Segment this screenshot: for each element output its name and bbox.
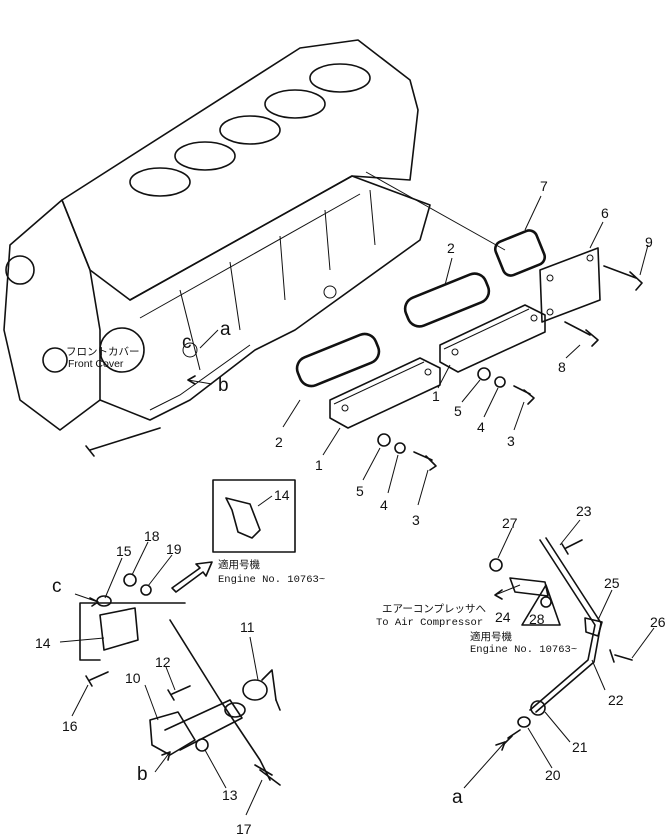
callout-14: 14 bbox=[35, 635, 51, 651]
connection-letter-b-bottom: b bbox=[137, 764, 148, 785]
nut-13 bbox=[195, 738, 209, 752]
callout-1-upper: 1 bbox=[432, 388, 440, 404]
gasket-2-upper bbox=[403, 272, 491, 328]
callout-25: 25 bbox=[604, 575, 620, 591]
flange-10 bbox=[149, 711, 196, 756]
callout-16: 16 bbox=[62, 718, 78, 734]
cover-plate-6 bbox=[539, 247, 601, 323]
callout-15: 15 bbox=[116, 543, 132, 559]
bracket-group-outline bbox=[79, 602, 186, 661]
leaders-lower-right bbox=[463, 519, 655, 789]
callout-4-lower: 4 bbox=[380, 497, 388, 513]
serial-note-left-jp: 適用号機 bbox=[218, 558, 260, 571]
connection-letter-a-top: a bbox=[220, 319, 231, 340]
callout-12: 12 bbox=[155, 654, 171, 670]
callout-8: 8 bbox=[558, 359, 566, 375]
leader-14 bbox=[59, 637, 105, 643]
bolt-23 bbox=[561, 539, 583, 555]
detail-pointer-arrow bbox=[171, 561, 213, 593]
callout-14-detail: 14 bbox=[274, 487, 290, 503]
union-fitting bbox=[503, 729, 521, 745]
callout-21: 21 bbox=[572, 739, 588, 755]
connection-letter-a-bottom: a bbox=[452, 787, 463, 808]
side-cover-1-lower bbox=[329, 357, 441, 429]
callout-22: 22 bbox=[608, 692, 624, 708]
serial-note-right-jp: 適用号機 bbox=[470, 630, 512, 643]
callout-5-lower: 5 bbox=[356, 483, 364, 499]
leader-11 bbox=[249, 636, 259, 681]
engine-block bbox=[3, 39, 431, 457]
leaders-lower-left bbox=[71, 541, 263, 816]
clamp-25 bbox=[584, 617, 603, 637]
callout-28: 28 bbox=[529, 611, 545, 627]
nut-19 bbox=[140, 584, 152, 596]
air-compressor-label-jp: エアーコンプレッサへ bbox=[382, 603, 486, 615]
bolt-26 bbox=[609, 649, 633, 663]
callout-18: 18 bbox=[144, 528, 160, 544]
front-cover-label-en: Front Cover bbox=[68, 358, 124, 370]
bolt-12 bbox=[167, 685, 191, 701]
callout-4-upper: 4 bbox=[477, 419, 485, 435]
nut-20 bbox=[517, 716, 531, 728]
bolt-3-lower bbox=[413, 451, 437, 471]
callout-6: 6 bbox=[601, 205, 609, 221]
bracket-14-detail bbox=[225, 497, 261, 539]
serial-note-right-en: Engine No. 10763~ bbox=[470, 644, 577, 656]
bolt-8 bbox=[564, 321, 599, 347]
washer-15 bbox=[96, 595, 112, 607]
callout-3-upper: 3 bbox=[507, 433, 515, 449]
washer-5-upper bbox=[477, 367, 491, 381]
filler-cap-11 bbox=[242, 669, 281, 711]
callout-7: 7 bbox=[540, 178, 548, 194]
washer-5-lower bbox=[377, 433, 391, 447]
callout-27: 27 bbox=[502, 515, 518, 531]
callout-10: 10 bbox=[125, 670, 141, 686]
bracket-14 bbox=[99, 607, 139, 651]
callout-13: 13 bbox=[222, 787, 238, 803]
washer-4-lower bbox=[394, 442, 406, 454]
callout-11: 11 bbox=[240, 619, 255, 635]
bolt-9 bbox=[603, 265, 643, 291]
leader-a-top bbox=[199, 329, 219, 349]
breather-pipe-22 bbox=[529, 539, 596, 711]
arrow-b-top bbox=[187, 375, 196, 385]
front-cover-label-jp: フロントカバー bbox=[66, 346, 140, 358]
washer-4-upper bbox=[494, 376, 506, 388]
connection-letter-c-top: c bbox=[182, 332, 192, 353]
callout-2-upper: 2 bbox=[447, 240, 455, 256]
callout-5-upper: 5 bbox=[454, 403, 462, 419]
air-compressor-label-en: To Air Compressor bbox=[376, 617, 483, 629]
connection-letter-b-top: b bbox=[218, 375, 229, 396]
callout-2-lower: 2 bbox=[275, 434, 283, 450]
callout-1-lower: 1 bbox=[315, 457, 323, 473]
callout-19: 19 bbox=[166, 541, 182, 557]
oil-filler-tube-10 bbox=[164, 699, 243, 751]
connection-letter-c-left: c bbox=[52, 576, 62, 597]
callout-3-lower: 3 bbox=[412, 512, 420, 528]
bolt-3-upper bbox=[513, 385, 535, 405]
callout-24: 24 bbox=[495, 609, 511, 625]
gasket-2-lower bbox=[295, 332, 381, 388]
callout-23: 23 bbox=[576, 503, 592, 519]
detail-frame-28 bbox=[521, 584, 561, 626]
nut-28 bbox=[540, 596, 552, 608]
detail-box-14 bbox=[212, 479, 296, 553]
leader-14-detail bbox=[257, 495, 273, 507]
gasket-7 bbox=[493, 229, 547, 277]
nut-21 bbox=[530, 700, 546, 716]
callout-9: 9 bbox=[645, 234, 653, 250]
bolt-16 bbox=[85, 671, 109, 687]
nut-18 bbox=[123, 573, 137, 587]
side-cover-1-upper bbox=[439, 304, 546, 373]
leader-b-top bbox=[187, 379, 213, 385]
callout-26: 26 bbox=[650, 614, 666, 630]
callout-20: 20 bbox=[545, 767, 561, 783]
leaders-upper bbox=[282, 171, 649, 506]
nut-27 bbox=[489, 558, 503, 572]
callout-17: 17 bbox=[236, 821, 252, 836]
serial-note-left-en: Engine No. 10763~ bbox=[218, 574, 325, 586]
